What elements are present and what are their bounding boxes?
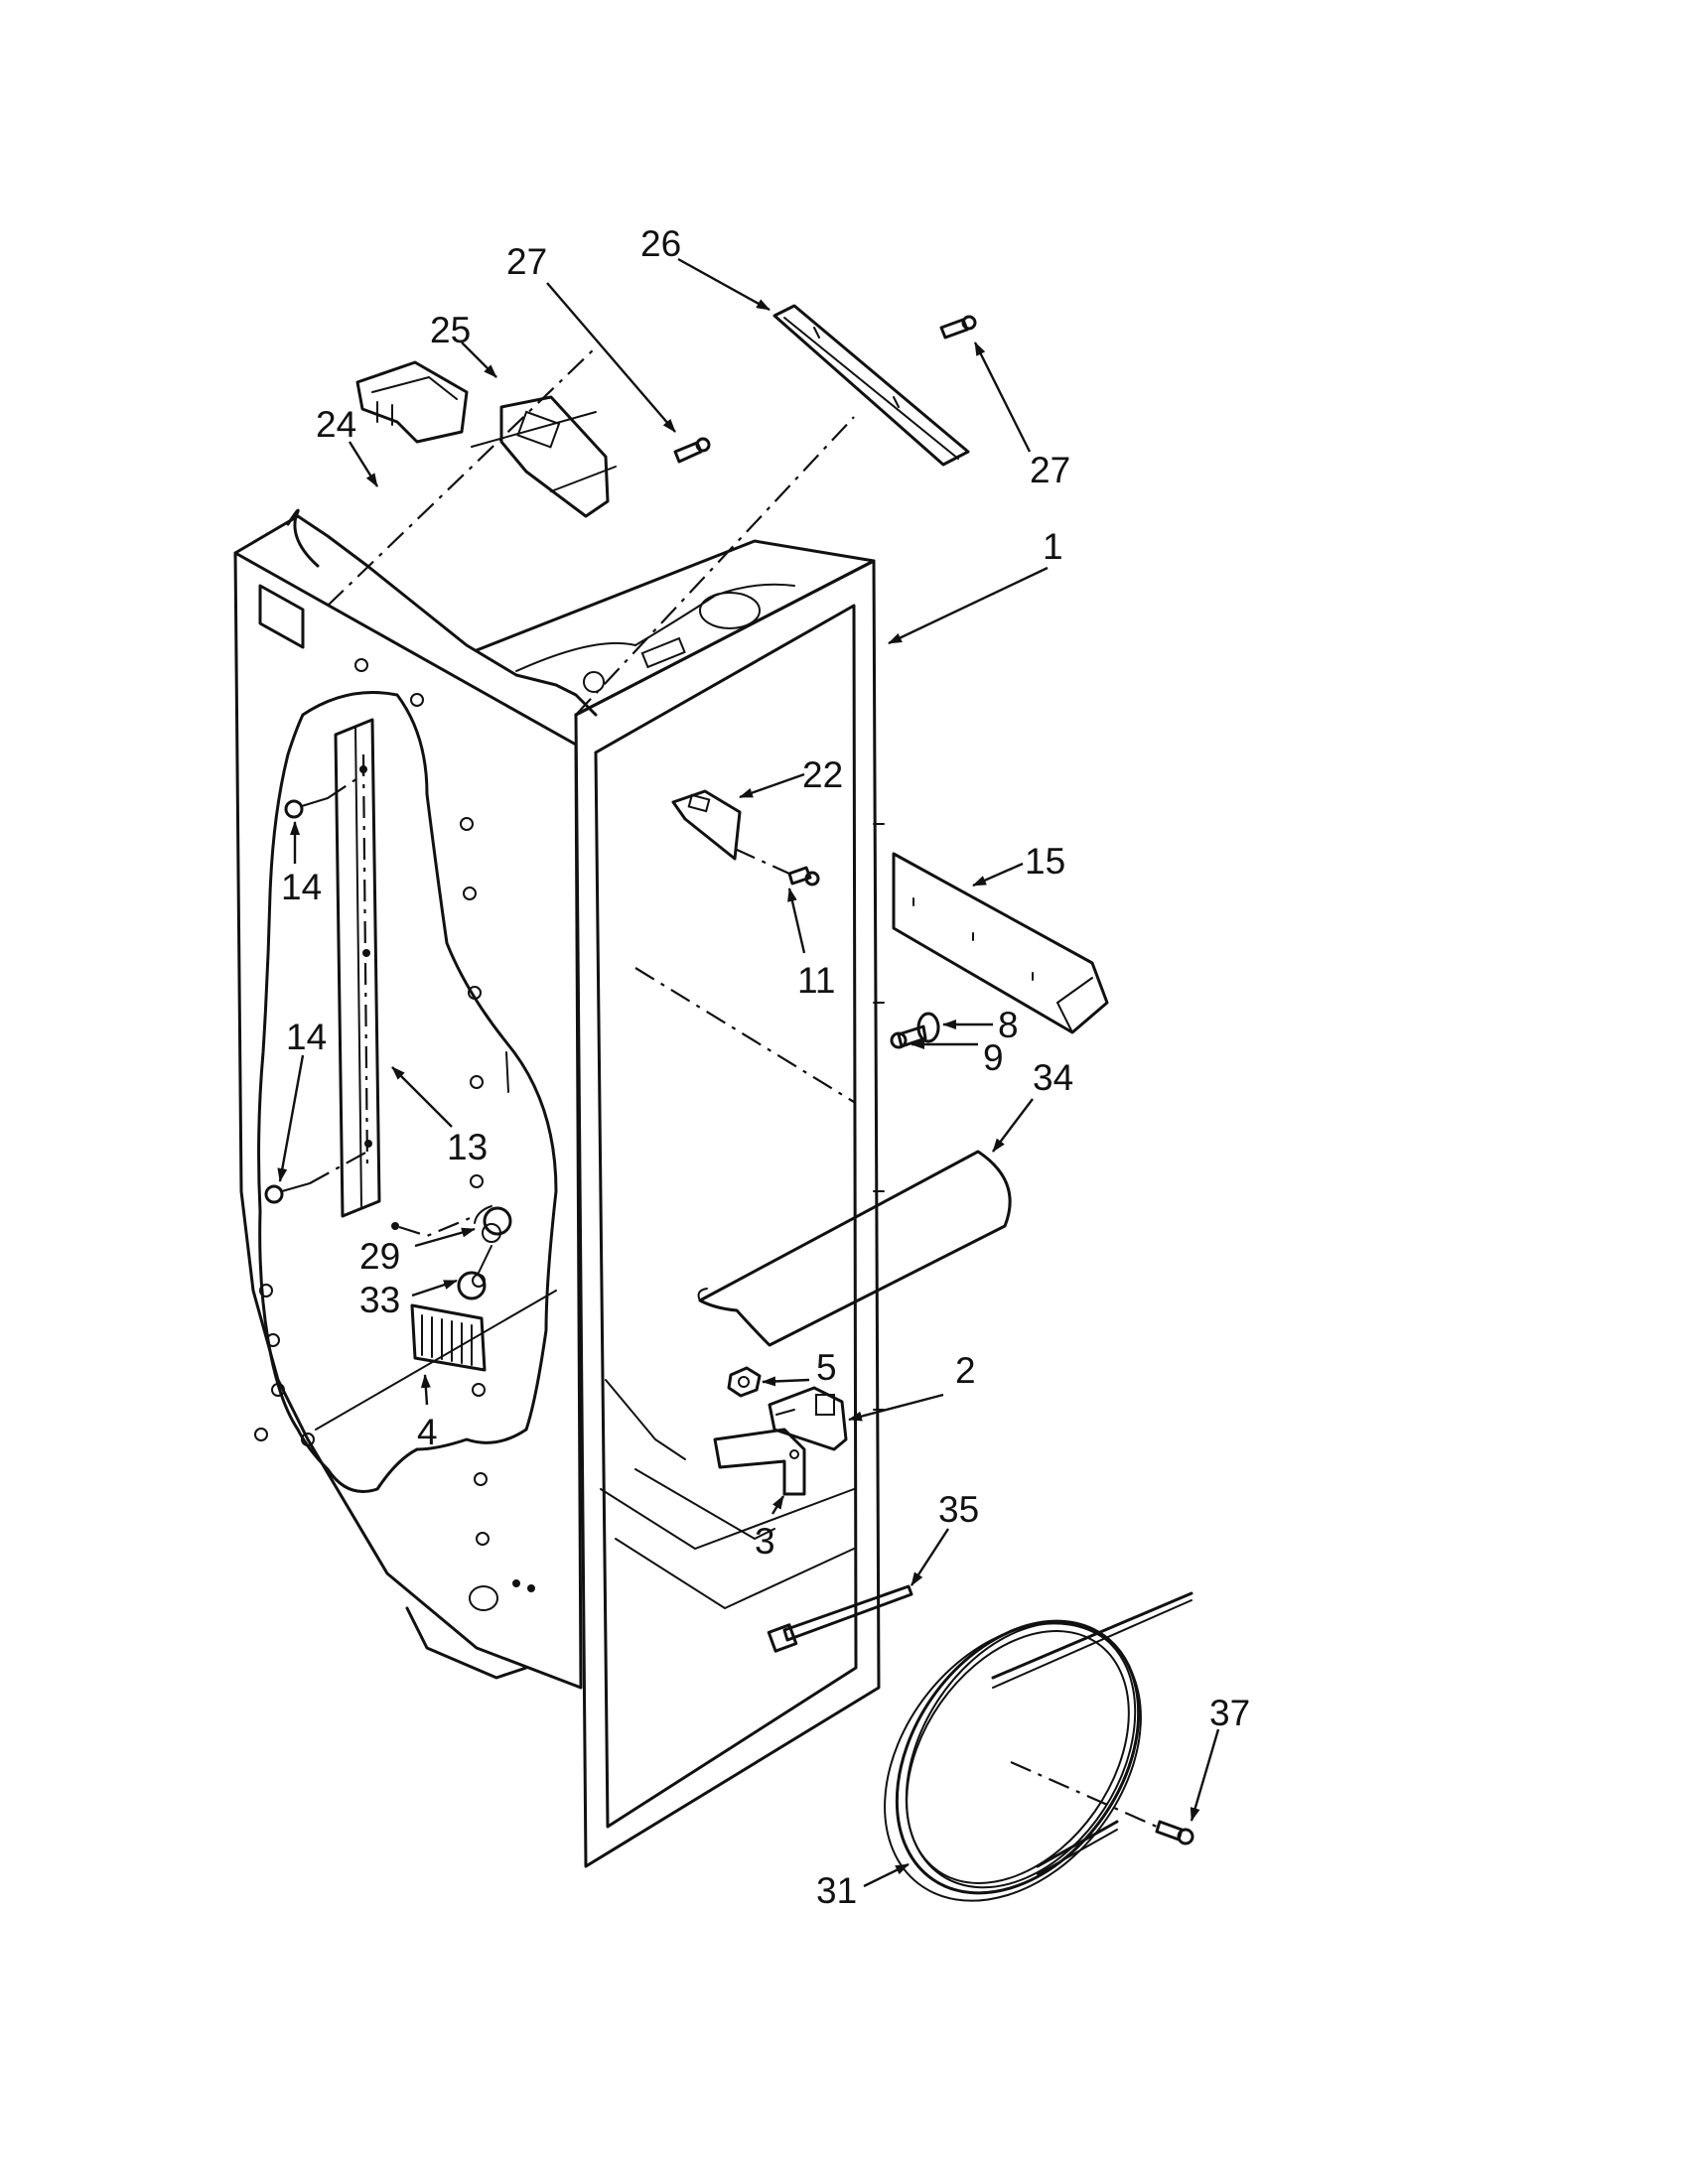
part-33-light-bulb (457, 1245, 492, 1300)
part-25-bracket (471, 395, 617, 518)
part-34-cover (697, 1150, 1012, 1347)
part-24-control (355, 360, 469, 444)
callout-4: 4 (417, 1412, 438, 1452)
part-27-screw-right (939, 315, 977, 340)
callout-29: 29 (359, 1236, 400, 1277)
part-8-9-fastener (890, 1012, 940, 1049)
cabinet-liner (233, 508, 885, 1868)
leader-arrows (277, 257, 1220, 1888)
part-14-screw-lower (264, 1151, 368, 1204)
part-26-strip (772, 304, 970, 467)
callout-33: 33 (359, 1280, 400, 1320)
callout-9: 9 (983, 1037, 1004, 1078)
callout-34: 34 (1033, 1057, 1073, 1098)
part-3-bracket (713, 1428, 806, 1496)
part-15-rail (892, 852, 1109, 1034)
callout-25: 25 (430, 310, 471, 350)
callout-27-top: 27 (506, 241, 547, 282)
callout-31: 31 (816, 1870, 857, 1911)
callout-27-right: 27 (1030, 450, 1070, 490)
callout-24: 24 (316, 404, 356, 445)
callout-labels: 27 26 25 24 27 1 22 14 15 11 14 8 9 34 1… (281, 223, 1250, 1911)
callout-2: 2 (955, 1350, 976, 1391)
callout-37: 37 (1209, 1693, 1250, 1733)
callout-26: 26 (640, 223, 681, 264)
part-37-screw (1155, 1820, 1194, 1845)
callout-11: 11 (797, 960, 835, 1001)
part-2-bracket (768, 1386, 848, 1451)
callout-35: 35 (938, 1489, 979, 1530)
part-14-screw-upper (284, 773, 364, 819)
part-5-nut (727, 1366, 762, 1398)
part-4-light-shield (410, 1303, 487, 1372)
leader-dash-26 (575, 416, 855, 716)
part-35-cable-tie (767, 1584, 913, 1653)
part-11-screw (734, 847, 820, 887)
callout-22: 22 (802, 754, 843, 795)
part-22-bracket (671, 789, 742, 861)
callout-14-upper: 14 (281, 867, 322, 907)
callout-1: 1 (1043, 526, 1063, 567)
callout-14-lower: 14 (286, 1017, 327, 1057)
part-31-tubing (884, 1591, 1193, 1902)
callout-8: 8 (998, 1005, 1019, 1045)
part-29-light-socket (391, 1205, 512, 1243)
part-13-rail (334, 718, 381, 1218)
callout-15: 15 (1025, 841, 1065, 882)
leader-dash-24 (327, 346, 597, 607)
part-27-screw-left (673, 437, 711, 464)
callout-13: 13 (447, 1127, 488, 1167)
callout-5: 5 (816, 1347, 837, 1388)
callout-3: 3 (755, 1521, 775, 1562)
